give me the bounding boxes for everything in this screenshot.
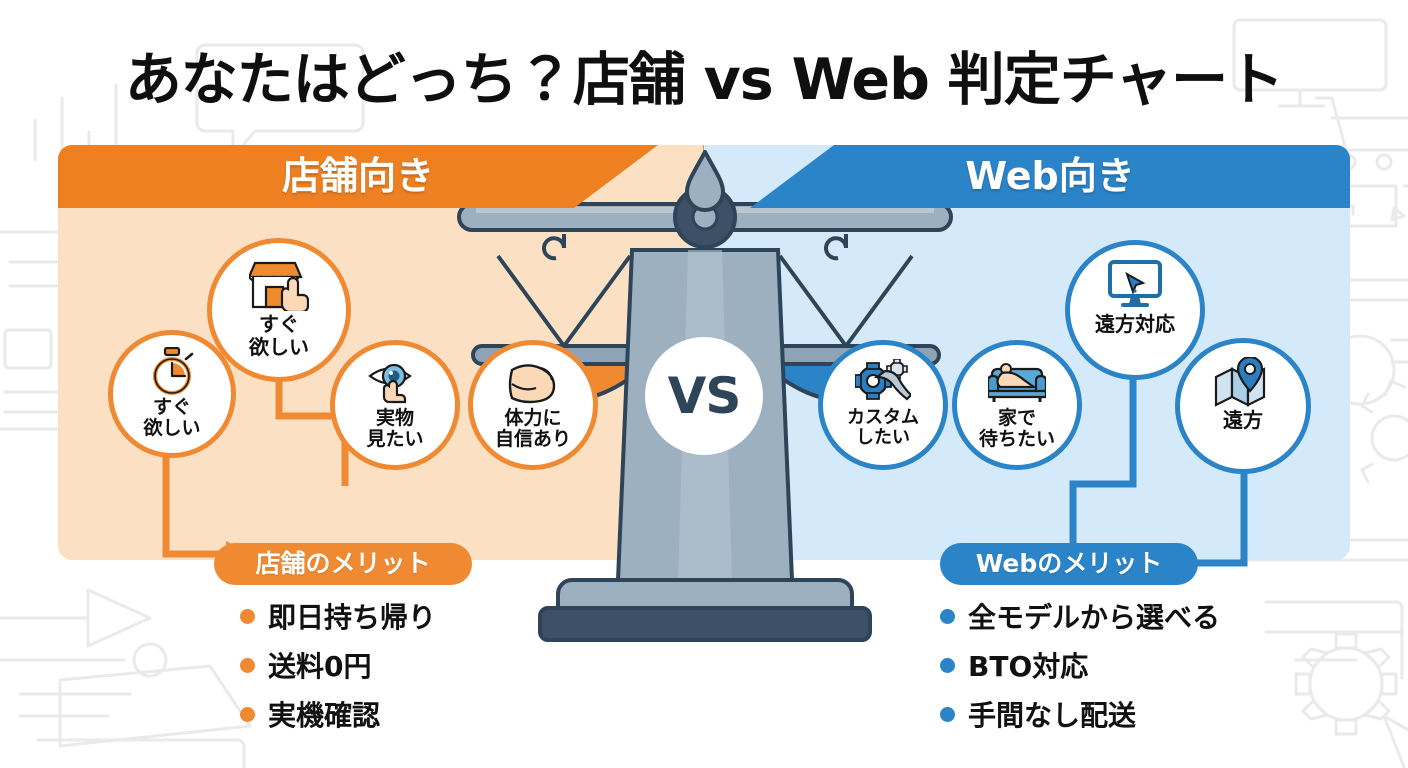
list-item: 手間なし配送 <box>940 694 1220 734</box>
flexed-biceps-icon <box>506 358 560 406</box>
bubble-web-4-label: 遠方 <box>1223 408 1263 433</box>
bubble-store-4[interactable]: 体力に 自信あり <box>468 340 598 470</box>
sofa-relax-icon <box>988 358 1046 406</box>
list-item: BTO対応 <box>940 645 1220 685</box>
bullet-dot-icon <box>240 706 255 722</box>
bubble-web-3-label: 遠方対応 <box>1095 312 1175 337</box>
monitor-cursor-icon <box>1106 259 1164 311</box>
bubble-web-4[interactable]: 遠方 <box>1175 338 1311 474</box>
bubble-store-4-label: 体力に 自信あり <box>494 407 571 451</box>
bubble-store-2-label: すぐ 欲しい <box>249 312 309 359</box>
web-banner-label: Web向き <box>965 154 1135 198</box>
connector-store-1 <box>162 444 226 558</box>
connector-web-2 <box>1186 445 1248 567</box>
store-merit-1: 即日持ち帰り <box>268 601 437 634</box>
web-merit-3: 手間なし配送 <box>968 699 1137 732</box>
store-banner-label: 店舗向き <box>281 154 434 198</box>
list-item: 送料0円 <box>240 645 436 685</box>
bubble-store-1[interactable]: すぐ 欲しい <box>108 330 236 458</box>
bubble-web-3[interactable]: 遠方対応 <box>1065 240 1205 380</box>
bullet-dot-icon <box>940 657 955 673</box>
page-title: あなたはどっち？店舗 vs Web 判定チャート <box>124 47 1284 113</box>
store-merit-pill: 店舗のメリット <box>214 543 472 585</box>
eye-tap-icon <box>368 358 422 406</box>
store-banner <box>58 145 658 208</box>
store-merit-3: 実機確認 <box>268 699 381 732</box>
map-pin-icon <box>1214 357 1272 407</box>
bubble-store-2[interactable]: すぐ 欲しい <box>207 238 351 382</box>
web-merit-1: 全モデルから選べる <box>968 601 1221 634</box>
list-item: 実機確認 <box>240 694 436 734</box>
bubble-web-2[interactable]: 家で 待ちたい <box>952 340 1082 470</box>
bubble-store-3[interactable]: 実物 見たい <box>330 340 460 470</box>
gear-wrench-icon <box>855 358 911 406</box>
bubble-store-3-label: 実物 見たい <box>366 407 424 451</box>
bullet-dot-icon <box>240 608 255 624</box>
bullet-dot-icon <box>940 706 955 722</box>
bubble-store-1-label: すぐ 欲しい <box>143 396 201 440</box>
bubble-web-1-label: カスタム したい <box>847 407 919 449</box>
web-merit-pill: Webのメリット <box>940 543 1198 585</box>
list-item: 全モデルから選べる <box>940 596 1220 636</box>
connector-store-2 <box>275 352 349 486</box>
storefront-tap-icon <box>249 258 309 312</box>
web-banner <box>750 145 1350 208</box>
connector-web-1 <box>1069 330 1137 550</box>
bullet-dot-icon <box>240 657 255 673</box>
bubble-web-2-label: 家で 待ちたい <box>978 407 1055 451</box>
web-merit-list: 全モデルから選べる BTO対応 手間なし配送 <box>940 596 1220 743</box>
web-merit-2: BTO対応 <box>968 650 1089 683</box>
list-item: 即日持ち帰り <box>240 596 436 636</box>
bubble-web-1[interactable]: カスタム したい <box>818 340 948 470</box>
store-merit-list: 即日持ち帰り 送料0円 実機確認 <box>240 596 436 743</box>
bullet-dot-icon <box>940 608 955 624</box>
vs-badge: VS <box>645 337 763 455</box>
store-merit-2: 送料0円 <box>268 650 372 683</box>
stopwatch-icon <box>149 346 195 395</box>
